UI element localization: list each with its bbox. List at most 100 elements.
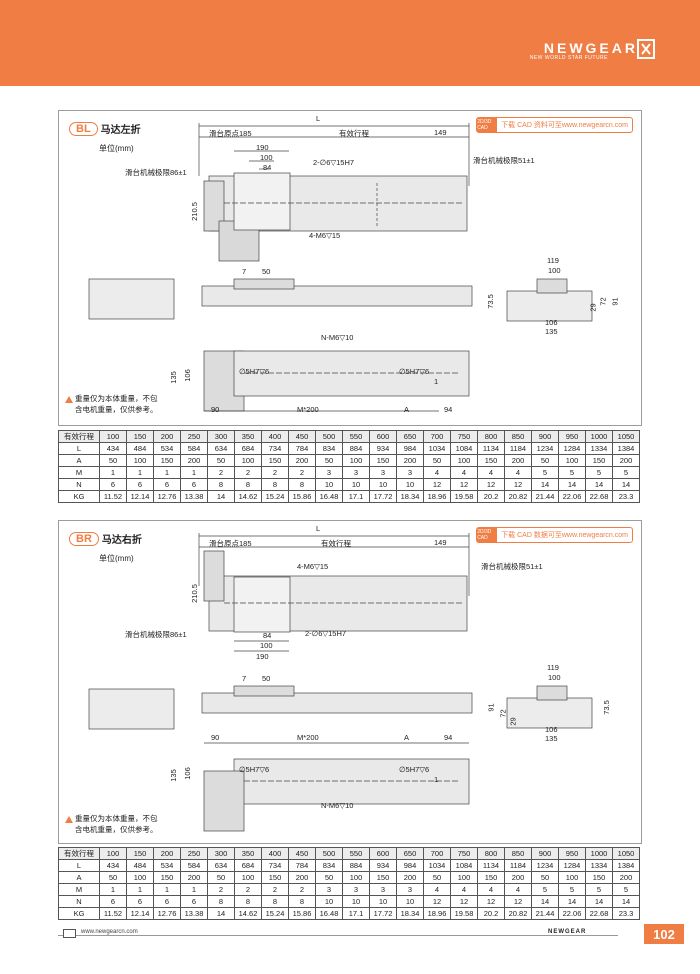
spec-cell: 21.44 — [531, 907, 559, 920]
spec-cell: 3 — [315, 466, 343, 479]
spec-cell: 12.76 — [153, 490, 181, 503]
bl-weight-note: 重量仅为本体重量，不包 含电机重量，仅供参考。 — [65, 393, 158, 415]
spec-cell: 18.96 — [423, 490, 451, 503]
bl-dim-94: 94 — [444, 405, 453, 414]
spec-cell: 450 — [288, 430, 316, 443]
spec-cell: 150 — [261, 871, 289, 884]
spec-cell: 2 — [234, 883, 262, 896]
spec-cell: 10 — [369, 895, 397, 908]
spec-cell: 23.3 — [612, 907, 640, 920]
br-dim-origin: 滑台原点185 — [209, 539, 252, 548]
br-dim-106v: 106 — [182, 767, 192, 780]
spec-cell: 100 — [234, 871, 262, 884]
spec-cell: 1 — [126, 883, 154, 896]
spec-cell: 200 — [288, 871, 316, 884]
spec-cell: 8 — [207, 478, 235, 491]
spec-cell: 12 — [477, 478, 505, 491]
spec-cell: 150 — [369, 871, 397, 884]
spec-cell: 6 — [153, 478, 181, 491]
spec-cell: 2 — [261, 883, 289, 896]
spec-cell: 1050 — [612, 430, 640, 443]
spec-cell: 50 — [99, 454, 127, 467]
br-dim-94: 94 — [444, 733, 453, 742]
spec-cell: 250 — [180, 847, 208, 860]
spec-cell: 100 — [558, 454, 586, 467]
spec-cell: 2 — [207, 883, 235, 896]
spec-cell: 20.2 — [477, 490, 505, 503]
spec-cell: 1134 — [477, 859, 505, 872]
br-cad-download-link[interactable]: 2D/3D CAD 下载 CAD 数据可至www.newgearcn.com — [476, 527, 633, 543]
spec-cell: 14 — [531, 478, 559, 491]
br-dim-91: 91 — [486, 703, 496, 712]
spec-cell: 200 — [396, 454, 424, 467]
br-cad-text: 下载 CAD 数据可至www.newgearcn.com — [501, 532, 628, 539]
bl-dim-119: 119 — [547, 256, 559, 265]
bl-nm6: N-M6▽10 — [321, 333, 354, 342]
spec-cell: 734 — [261, 442, 289, 455]
bl-cad-download-link[interactable]: 2D/3D CAD 下载 CAD 资料可至www.newgearcn.com — [476, 117, 633, 133]
spec-cell: 20.82 — [504, 490, 532, 503]
spec-cell: 8 — [261, 895, 289, 908]
spec-cell: 750 — [450, 847, 478, 860]
spec-cell: 13.38 — [180, 907, 208, 920]
spec-cell: 3 — [342, 466, 370, 479]
spec-cell: 14 — [207, 907, 235, 920]
warning-icon — [65, 395, 73, 403]
spec-cell: 1050 — [612, 847, 640, 860]
br-dim-72: 72 — [498, 709, 508, 718]
spec-cell: 1034 — [423, 859, 451, 872]
bl-dim-50: 50 — [262, 267, 271, 276]
spec-cell: 4 — [504, 466, 532, 479]
spec-cell: 650 — [396, 430, 424, 443]
spec-cell: 784 — [288, 442, 316, 455]
spec-cell: 1084 — [450, 442, 478, 455]
spec-cell: 634 — [207, 442, 235, 455]
spec-cell: 23.3 — [612, 490, 640, 503]
footer-url[interactable]: www.newgearcn.com — [78, 929, 141, 935]
bl-limit-left: 滑台机械极限86±1 — [125, 168, 187, 177]
spec-cell: 800 — [477, 430, 505, 443]
spec-cell: 5 — [612, 883, 640, 896]
spec-cell: 200 — [180, 454, 208, 467]
br-dim-mstar: M*200 — [297, 733, 319, 742]
spec-cell: 2 — [288, 466, 316, 479]
spec-cell: 50 — [315, 871, 343, 884]
bl-hole1: 2-∅6▽15H7 — [313, 158, 355, 167]
spec-cell: 950 — [558, 847, 586, 860]
spec-cell: 150 — [585, 871, 613, 884]
spec-cell: 2 — [207, 466, 235, 479]
spec-cell: 50 — [207, 454, 235, 467]
br-dim-106: 106 — [545, 725, 558, 734]
spec-cell: 10 — [342, 895, 370, 908]
spec-cell: 19.58 — [450, 907, 478, 920]
bl-dim-72: 72 — [598, 297, 608, 306]
brand-mark-icon — [637, 39, 655, 59]
spec-cell: 15.24 — [261, 907, 289, 920]
br-dim-100b: 100 — [548, 673, 561, 682]
br-dim-190: 190 — [256, 652, 269, 661]
spec-cell: 1334 — [585, 859, 613, 872]
spec-cell: 8 — [288, 478, 316, 491]
spec-cell: 4 — [423, 883, 451, 896]
spec-cell: 1000 — [585, 430, 613, 443]
spec-cell: 200 — [288, 454, 316, 467]
spec-cell: 350 — [234, 847, 262, 860]
spec-cell: 8 — [207, 895, 235, 908]
spec-cell: 17.72 — [369, 907, 397, 920]
footer-divider — [58, 935, 618, 936]
spec-cell: 600 — [369, 847, 397, 860]
spec-cell: 5 — [531, 883, 559, 896]
spec-cell: 150 — [126, 430, 154, 443]
spec-cell: 200 — [612, 454, 640, 467]
spec-cell: 6 — [99, 895, 127, 908]
spec-row-header: L — [58, 442, 100, 455]
spec-cell: 200 — [612, 871, 640, 884]
spec-cell: 4 — [477, 466, 505, 479]
spec-cell: 16.48 — [315, 490, 343, 503]
cad-cloud-icon: 2D/3D CAD — [477, 528, 498, 542]
spec-cell: 6 — [180, 478, 208, 491]
spec-cell: 834 — [315, 442, 343, 455]
spec-cell: 100 — [99, 430, 127, 443]
spec-cell: 10 — [396, 895, 424, 908]
